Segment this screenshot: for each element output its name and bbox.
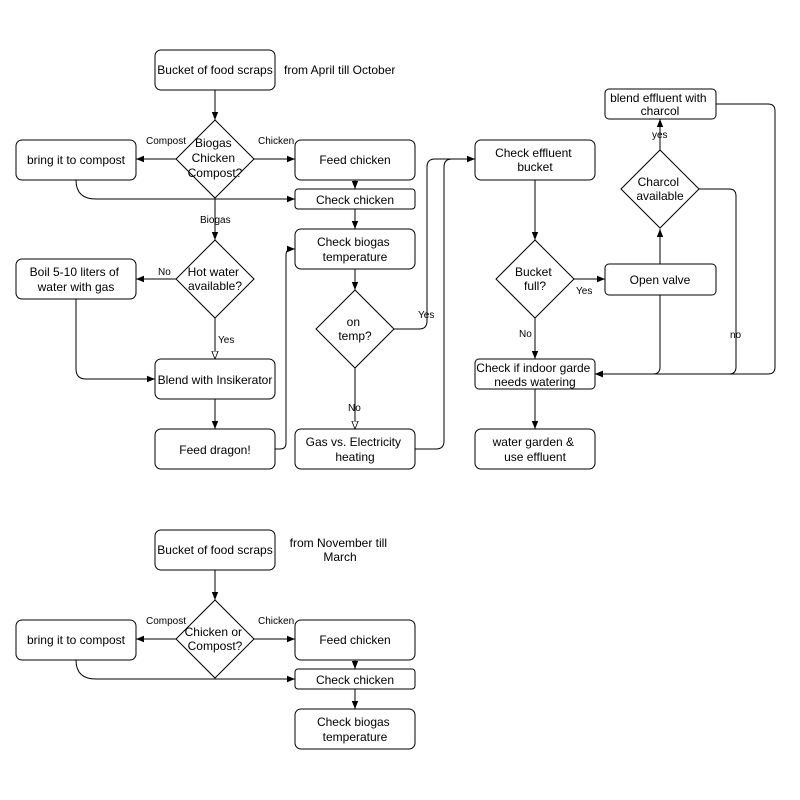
blend-box: Blend with Insikerator — [154, 358, 276, 400]
svg-text:Gas vs. Electricity heat: Gas vs. Electricity heating — [306, 435, 405, 464]
winter-label-compost: Compost — [146, 616, 186, 627]
svg-text:water garden & use efflu: water garden & use effluent — [492, 435, 578, 464]
svg-text:bring it to compost: bring it to compost — [27, 633, 126, 647]
edge-on-temp-yes — [394, 155, 475, 330]
svg-text:Check chicken: Check chicken — [316, 193, 394, 207]
type-decision: Biogas Chicken Compost? — [175, 119, 255, 199]
type-decision-label: Biogas Chicken Compost? — [188, 136, 243, 180]
svg-text:Bucket of food scraps: Bucket of food scraps — [157, 543, 272, 557]
winter-compost-box: bring it to compost — [15, 619, 137, 661]
svg-text:Check biogas temperature: Check biogas temperature — [317, 715, 393, 744]
svg-text:bring it to compost: bring it to compost — [27, 153, 126, 167]
svg-text:Check effluent bucket: Check effluent bucket — [495, 146, 575, 174]
winter-feed-chicken-box: Feed chicken — [294, 619, 416, 661]
svg-text:Check if indoor garde ne: Check if indoor garde needs watering — [476, 361, 593, 389]
label-full-yes: Yes — [576, 286, 592, 297]
winter-check-chicken-box: Check chicken — [294, 668, 416, 690]
label-charcol-no: no — [730, 330, 742, 341]
label-temp-no: No — [348, 403, 361, 414]
summer-connectors — [75, 90, 776, 450]
edge-gas-to-effluent — [415, 158, 475, 450]
winter-connectors — [75, 570, 359, 709]
feed-chicken-box: Feed chicken — [294, 139, 416, 181]
label-temp-yes: Yes — [418, 310, 434, 321]
svg-text:Feed dragon!: Feed dragon! — [179, 443, 250, 457]
svg-text:Charcol available: Charcol available — [636, 175, 684, 203]
svg-text:Check biogas temperature: Check biogas temperature — [317, 235, 393, 264]
edge-compost-to-check-chicken — [75, 179, 295, 203]
boil-box: Boil 5-10 liters of water with gas — [15, 258, 137, 300]
svg-text:Bucket full?: Bucket full? — [515, 265, 555, 293]
hot-water-decision: Hot water available? — [175, 239, 255, 319]
edge-boil-to-blend — [75, 299, 155, 383]
water-garden-box: water garden & use effluent — [474, 428, 596, 470]
svg-text:Chicken or Compost?: Chicken or Compost? — [185, 625, 246, 653]
start-box: Bucket of food scraps — [154, 49, 276, 91]
bucket-full-decision: Bucket full? — [495, 239, 575, 319]
check-chicken-box: Check chicken — [294, 188, 416, 210]
winter-check-temp-box: Check biogas temperature — [294, 708, 416, 750]
charcol-decision: Charcol available — [620, 149, 700, 229]
svg-text:blend effluent with char: blend effluent with charcol — [610, 91, 710, 118]
edge-dragon-to-temp — [275, 245, 295, 450]
label-hot-no: No — [158, 267, 171, 278]
edge-valve-to-indoor — [595, 299, 661, 378]
svg-text:on temp?: on temp? — [338, 315, 372, 343]
svg-text:Feed chicken: Feed chicken — [319, 633, 390, 647]
check-effluent-box: Check effluent bucket — [474, 139, 596, 181]
period-label: from April till October — [284, 63, 395, 77]
edge-blend-charcol-to-indoor — [595, 103, 776, 378]
svg-text:Blend with Insikerator: Blend with Insikerator — [158, 373, 273, 387]
check-indoor-box: Check if indoor garde needs watering — [474, 358, 596, 390]
gas-vs-electricity-box: Gas vs. Electricity heating — [294, 428, 416, 470]
winter-start-box: Bucket of food scraps — [154, 529, 276, 571]
on-temp-decision: on temp? — [315, 289, 395, 369]
svg-text:Feed chicken: Feed chicken — [319, 153, 390, 167]
open-valve-box: Open valve — [604, 263, 717, 296]
svg-text:Check chicken: Check chicken — [316, 673, 394, 687]
feed-dragon-box: Feed dragon! — [154, 428, 276, 470]
label-chicken: Chicken — [258, 136, 294, 147]
winter-label-chicken: Chicken — [258, 616, 294, 627]
label-biogas: Biogas — [200, 215, 231, 226]
winter-period-label: from November till March — [290, 536, 391, 564]
label-hot-yes: Yes — [218, 335, 234, 346]
svg-text:Bucket of food scraps: Bucket of food scraps — [157, 63, 272, 77]
label-full-no: No — [519, 329, 532, 340]
svg-text:Boil 5-10 liters of wate: Boil 5-10 liters of water with gas — [30, 265, 123, 294]
edge-winter-compost-to-check — [75, 659, 295, 683]
label-charcol-yes: yes — [652, 130, 668, 141]
label-compost: Compost — [146, 136, 186, 147]
svg-text:Hot water available?: Hot water available? — [188, 265, 243, 293]
blend-charcol-box: blend effluent with charcol — [604, 88, 717, 120]
svg-text:Open valve: Open valve — [630, 273, 691, 287]
compost-box: bring it to compost — [15, 139, 137, 181]
check-temp-box: Check biogas temperature — [294, 228, 416, 270]
winter-decision: Chicken or Compost? — [175, 599, 255, 679]
